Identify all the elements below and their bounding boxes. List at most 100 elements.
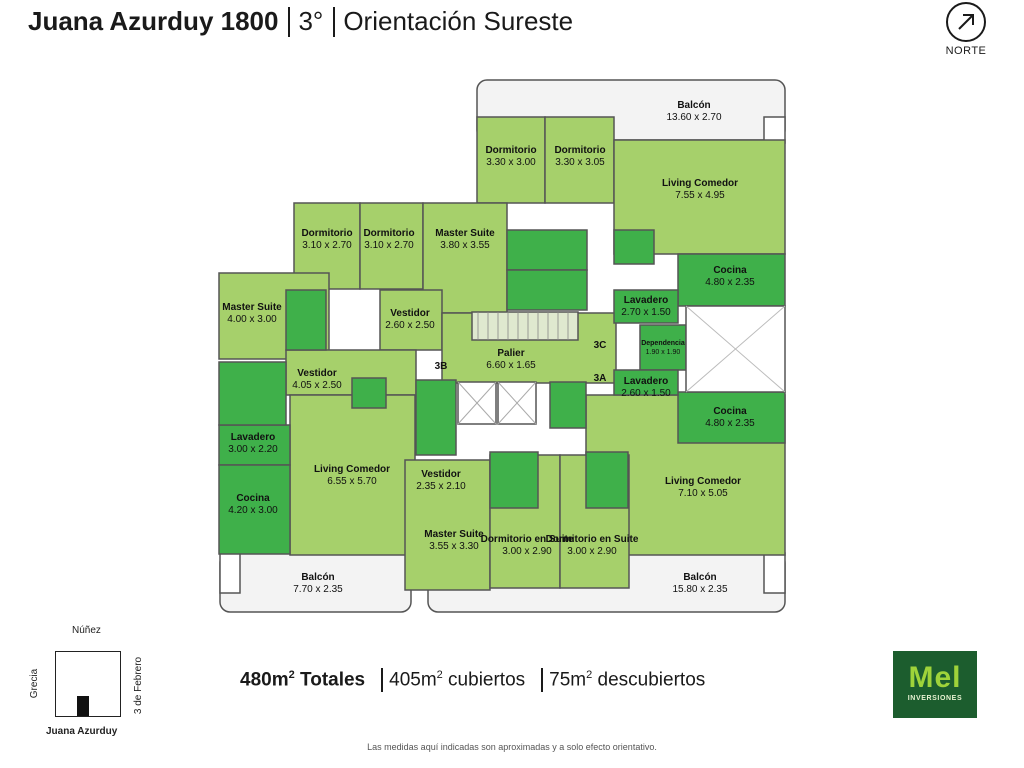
room-dimensions: 7.70 x 2.35 [293, 584, 343, 595]
unit-tag: 3A [593, 373, 607, 384]
room-name: Dormitorio [485, 145, 537, 156]
street-north: Núñez [72, 625, 101, 636]
room-name: Living Comedor [661, 178, 739, 189]
address-title: Juana Azurduy 1800 [28, 6, 279, 36]
disclaimer: Las medidas aquí indicadas son aproximad… [367, 742, 657, 752]
room-name: Dormitorio [301, 228, 353, 239]
room-dimensions: 3.30 x 3.00 [486, 157, 536, 168]
room-name: Dormitorio en Suite [545, 534, 639, 545]
room-dimensions: 3.80 x 3.55 [440, 240, 490, 251]
room-kitchen [677, 253, 786, 307]
north-indicator: NORTE [936, 2, 996, 57]
room-dimensions: 3.10 x 2.70 [364, 240, 414, 251]
room-name: Dependencia [641, 340, 685, 347]
room-dimensions: 3.55 x 3.30 [429, 541, 479, 552]
room-dressing [285, 349, 417, 396]
shaft-cross [457, 381, 497, 425]
street-west: Grecia [29, 668, 41, 699]
location-map: Núñez Grecia 3 de Febrero Juana Azurduy [28, 622, 158, 742]
room-name: Vestidor [421, 469, 461, 480]
room-dimensions: 4.80 x 2.35 [705, 418, 755, 429]
light-well-cross [685, 305, 786, 393]
room-name: Balcón [677, 100, 711, 111]
bathroom [506, 269, 588, 311]
room-master-suite [404, 459, 491, 591]
room-kitchen [677, 391, 786, 444]
room-name: Master Suite [222, 302, 282, 313]
plan-shapes [218, 79, 786, 613]
room-laundry [613, 289, 679, 324]
terrace-planter [763, 552, 786, 594]
bathroom [549, 381, 587, 429]
page-header: Juana Azurduy 1800 3° Orientación Surest… [28, 6, 573, 37]
room-bedroom [359, 202, 424, 290]
room-name: Dormitorio [363, 228, 415, 239]
totals-divider [381, 668, 384, 692]
covered-area: 405m2 cubiertos [389, 668, 526, 691]
logo-name: Mel [908, 661, 962, 694]
room-dimensions: 2.60 x 1.50 [621, 388, 671, 399]
room-dimensions: 4.00 x 3.00 [227, 314, 277, 325]
room-laundry [613, 369, 679, 396]
total-area: 480m2 Totales [240, 668, 366, 691]
room-name: Cocina [713, 265, 747, 276]
room-dimensions: 2.60 x 2.50 [385, 320, 435, 331]
room-dimensions: 4.80 x 2.35 [705, 277, 755, 288]
orientation-label: Orientación Sureste [343, 6, 574, 36]
terrace-planter [763, 116, 786, 144]
room-name: Vestidor [297, 368, 337, 379]
room-dimensions: 13.60 x 2.70 [666, 112, 722, 123]
room-name: Living Comedor [664, 476, 742, 487]
room-dimensions: 6.55 x 5.70 [327, 476, 377, 487]
stairwell [471, 311, 579, 341]
bathroom [351, 377, 387, 409]
room-dimensions: 3.10 x 2.70 [302, 240, 352, 251]
bathroom [613, 229, 655, 265]
room-laundry [218, 424, 291, 466]
room-dimensions: 2.70 x 1.50 [621, 307, 671, 318]
room-dimensions: 15.80 x 2.35 [672, 584, 728, 595]
unit-tag: 3C [593, 340, 607, 351]
floor-label: 3° [298, 6, 324, 36]
room-dimensions: 3.30 x 3.05 [555, 157, 605, 168]
totals-divider [541, 668, 544, 692]
bathroom [415, 379, 457, 456]
room-name: Living Comedor [313, 464, 391, 475]
room-dimensions: 3.00 x 2.90 [502, 546, 552, 557]
room-name: Master Suite [435, 228, 495, 239]
room-name: Cocina [713, 406, 747, 417]
room-name: Master Suite [424, 529, 484, 540]
room-name: Balcón [301, 572, 335, 583]
room-dressing [379, 289, 443, 351]
compass-icon [946, 2, 986, 42]
bathroom [489, 451, 539, 509]
bathroom [285, 289, 327, 351]
title-divider [288, 6, 291, 37]
room-kitchen [218, 464, 291, 555]
room-bedroom [544, 116, 615, 204]
room-dimensions: 3.00 x 2.20 [228, 444, 278, 455]
room-bedroom [476, 116, 546, 204]
room-dimensions: 6.60 x 1.65 [486, 360, 536, 371]
room-name: Lavadero [623, 376, 669, 387]
